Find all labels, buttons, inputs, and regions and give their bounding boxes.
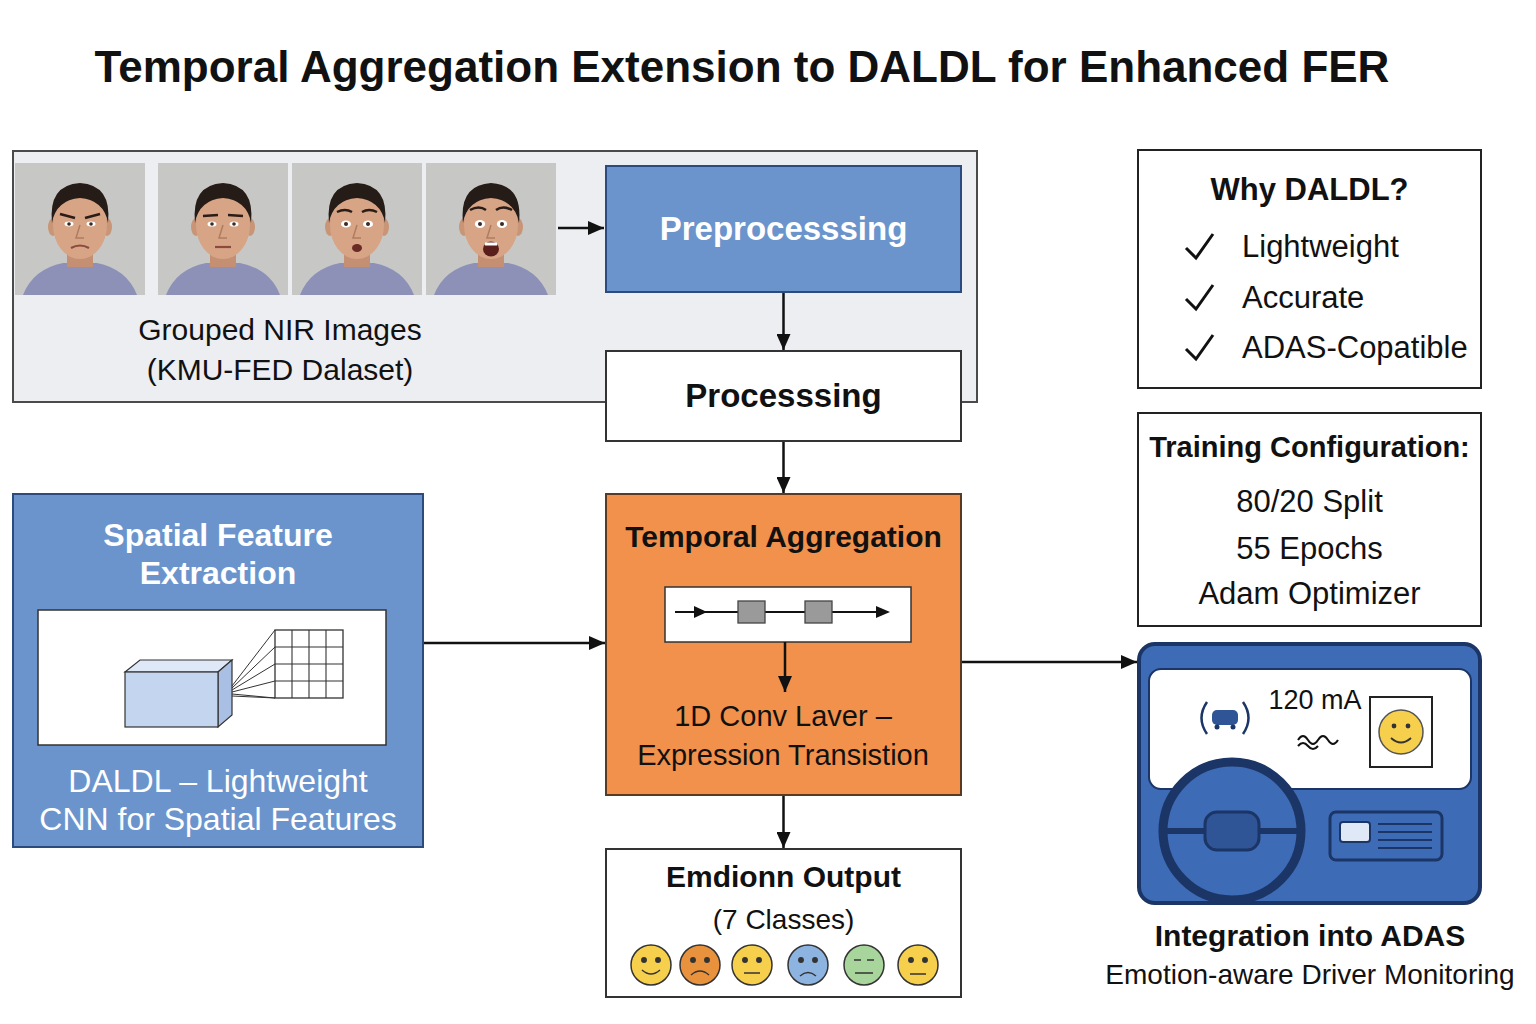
process-box: Preprocesssing	[605, 165, 962, 293]
node-detail-text: (7 Classes)	[607, 903, 960, 937]
node-text: Training Configuration:	[1139, 429, 1480, 465]
node-text: Temporal Aggregation	[607, 519, 960, 555]
node-detail-text: Adam Optimizer	[1139, 575, 1480, 613]
output-box: Emdionn Output (7 Classes)	[605, 848, 962, 998]
node-detail-text: 1D Conv Laver – Expression Transistion	[613, 697, 953, 775]
node-detail-text: Integration into ADAS	[1090, 918, 1530, 954]
flow-arrow	[782, 442, 785, 493]
info-box: Why DALDL? LightweightAccurateADAS-Copati…	[1137, 149, 1482, 389]
diagram-title: Temporal Aggregation Extension to DALDL …	[0, 41, 1484, 93]
node-detail-text: Accurate	[1242, 279, 1477, 317]
flow-arrow	[424, 642, 605, 645]
aggregation-box: Temporal Aggregation 1D Conv Laver – Expr…	[605, 493, 962, 796]
node-text: Spatial Feature Extraction	[68, 516, 368, 592]
dashboard-box: 120 mAIntegration into ADASEmotion-aware…	[1137, 642, 1482, 905]
flow-arrow	[782, 796, 785, 848]
node-detail-text: Emotion-aware Driver Monitoring	[1090, 958, 1530, 992]
node-detail-text: Lightweight	[1242, 228, 1477, 266]
process-box: Processsing	[605, 350, 962, 442]
node-text: Emdionn Output	[607, 859, 960, 895]
node-text: Preprocesssing	[607, 209, 960, 249]
node-text: Why DALDL?	[1139, 170, 1480, 210]
node-detail-text: ADAS-Copatible	[1242, 329, 1477, 367]
feature-box: Spatial Feature ExtractionDALDL – Lightw…	[12, 493, 424, 848]
node-text: Processsing	[607, 376, 960, 416]
config-box: Training Configuration: 80/20 Split 55 Epo…	[1137, 412, 1482, 627]
node-text: 120 mA	[1265, 685, 1365, 715]
node-detail-text: DALDL – Lightweight CNN for Spatial Feat…	[33, 762, 403, 838]
node-detail-text: 80/20 Split	[1139, 483, 1480, 521]
node-detail-text: 55 Epochs	[1139, 530, 1480, 568]
node-text: Grouped NIR Images (KMU-FED Dalaset)	[100, 310, 460, 390]
flow-arrow	[962, 661, 1137, 664]
